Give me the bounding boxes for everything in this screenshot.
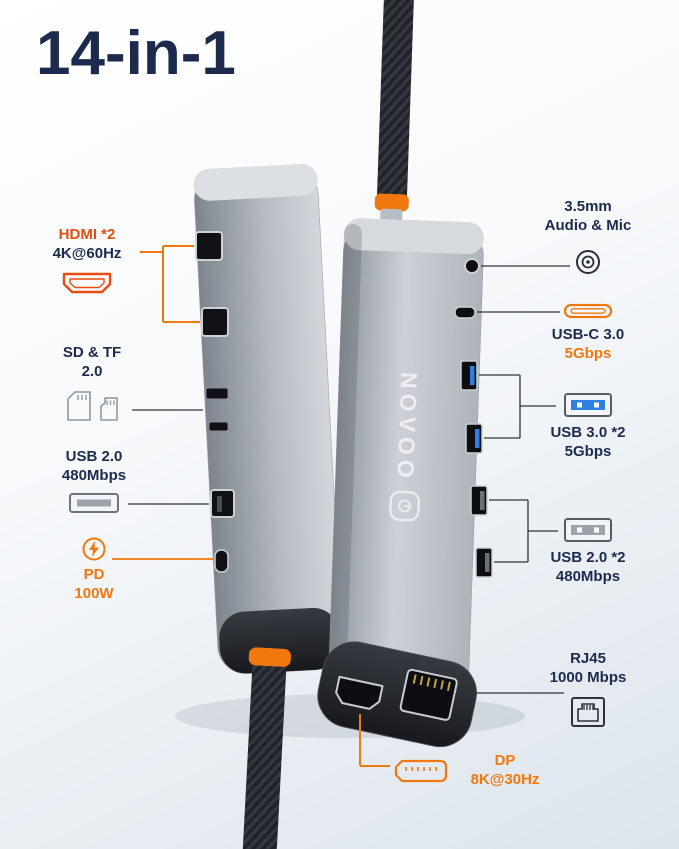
callout-usb3: USB 3.0 *2 5Gbps	[530, 392, 646, 462]
usb-c-icon	[563, 303, 613, 319]
dp-spec: 8K@30Hz	[470, 770, 540, 788]
usb3-port-2	[465, 423, 483, 454]
usb2-port-right-2	[475, 547, 493, 578]
audio-label: 3.5mm	[564, 198, 612, 215]
sd-tf-card-icons	[46, 390, 138, 422]
rj45-icon	[571, 696, 605, 727]
sd-tf-label: SD & TF	[62, 344, 122, 361]
callout-audio: 3.5mm Audio & Mic	[524, 198, 652, 276]
audio-jack-port	[464, 258, 480, 274]
brand-logo-text: NOVOO	[392, 372, 422, 483]
usbc-data-port	[454, 306, 476, 319]
hdmi-spec: 4K@60Hz	[52, 244, 122, 262]
brand-logo: NOVOO	[389, 372, 422, 522]
rj45-label: RJ45	[570, 650, 606, 667]
usbc-spec: 5Gbps	[564, 344, 612, 362]
dp-icon	[394, 759, 448, 782]
usb2-port-icon	[564, 518, 612, 542]
callout-pd: PD 100W	[56, 536, 132, 604]
pd-lightning-icon	[82, 537, 106, 561]
hub-front-body: NOVOO	[328, 218, 484, 700]
usb2-port-right-1	[470, 485, 488, 516]
cable-orange-band-top	[374, 193, 409, 212]
callout-usb2-right: USB 2.0 *2 480Mbps	[530, 517, 646, 587]
callout-rj45: RJ45 1000 Mbps	[528, 650, 648, 728]
callout-sd-tf: SD & TF 2.0	[46, 344, 138, 422]
usb3-port-icon	[564, 393, 612, 417]
rj45-spec: 1000 Mbps	[549, 668, 627, 686]
sd-tf-spec: 2.0	[81, 362, 103, 380]
hdmi-label: HDMI *2	[58, 226, 116, 243]
sd-card-icon	[66, 390, 91, 421]
dp-port	[335, 675, 384, 710]
tf-card-icon	[99, 396, 118, 421]
usb2-left-spec: 480Mbps	[61, 466, 127, 484]
dp-label: DP	[494, 752, 516, 769]
hdmi-icon	[62, 272, 112, 293]
usb3-port-1	[460, 360, 478, 391]
usb2-port-left	[210, 489, 235, 518]
usb-a-port-icon	[69, 492, 119, 513]
usb3-spec: 5Gbps	[564, 442, 612, 460]
hub-bottom-face	[317, 641, 477, 748]
callout-hdmi: HDMI *2 4K@60Hz	[34, 226, 140, 296]
callout-usbc: USB-C 3.0 5Gbps	[528, 302, 648, 364]
page-title: 14-in-1	[36, 19, 236, 88]
usb2-right-spec: 480Mbps	[555, 567, 621, 585]
usbc-pd-port	[214, 549, 229, 573]
usb2-right-label: USB 2.0 *2	[550, 549, 626, 566]
usb3-label: USB 3.0 *2	[550, 424, 626, 441]
brand-logo-mark	[389, 490, 420, 522]
tf-card-slot	[208, 421, 229, 432]
usb2-left-label: USB 2.0	[65, 448, 123, 465]
sd-card-slot	[205, 387, 229, 400]
usbc-label: USB-C 3.0	[551, 326, 625, 343]
pd-label: PD	[83, 566, 105, 583]
audio-spec: Audio & Mic	[544, 216, 632, 234]
hdmi-port-2	[201, 307, 229, 337]
bottom-cable	[242, 647, 291, 849]
callout-dp: DP 8K@30Hz	[392, 752, 582, 790]
hdmi-port-1	[195, 231, 223, 261]
audio-jack-icon	[576, 249, 600, 274]
top-cable	[374, 0, 415, 232]
rj45-port	[399, 668, 458, 721]
pd-spec: 100W	[74, 584, 114, 602]
cable-orange-band-bottom	[248, 647, 291, 667]
callout-lines	[112, 245, 570, 767]
callout-usb2-left: USB 2.0 480Mbps	[42, 448, 146, 514]
